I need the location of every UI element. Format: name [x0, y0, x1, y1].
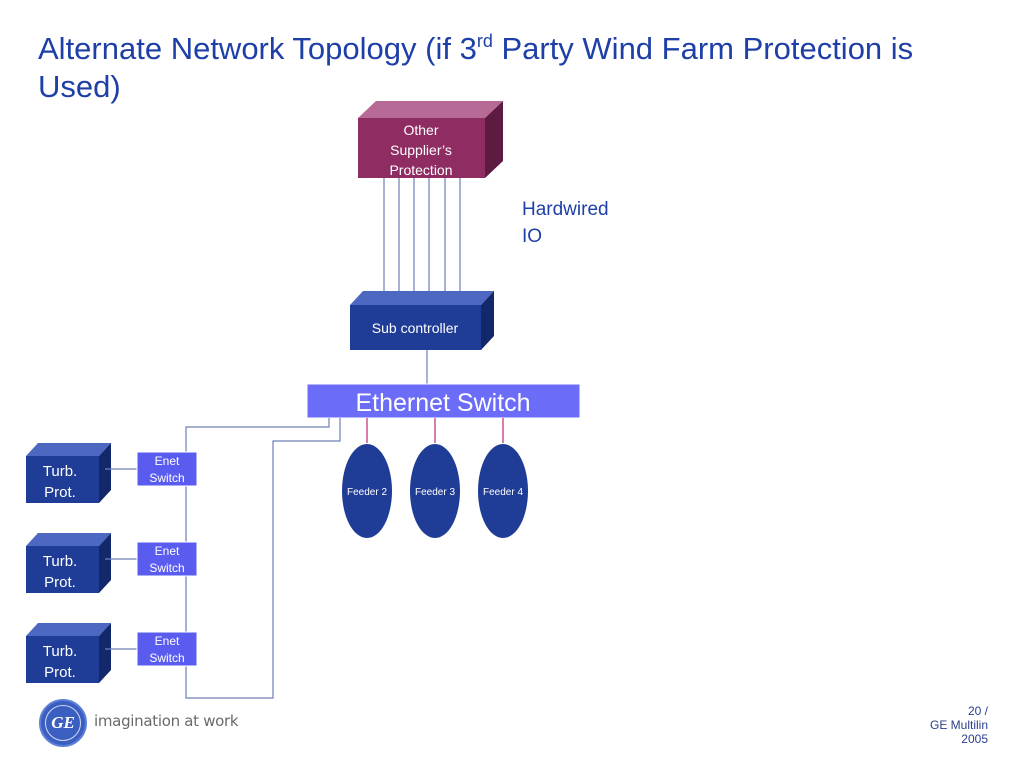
hardwired-io-label-line-1: Hardwired [522, 199, 609, 220]
other-protection-label-line-2: Supplier’s [390, 142, 452, 158]
feeder-4: Feeder 4 [478, 444, 528, 538]
sub-controller-box: Sub controller [350, 291, 494, 350]
turbine-1-label-line-1: Turb. [43, 463, 77, 480]
turbine-3-label-line-1: Turb. [43, 643, 77, 660]
company-name: GE Multilin [929, 718, 988, 732]
enet-switch-1-label-line-2: Switch [149, 471, 184, 485]
enet-switch-3-label-line-2: Switch [149, 651, 184, 665]
turbine-2-label-line-2: Prot. [44, 574, 76, 591]
hardwired-io-label-line-2: IO [522, 226, 542, 247]
ge-logo: GE [39, 699, 87, 747]
footer: 20 / GE Multilin 2005 [930, 704, 988, 746]
tagline: imagination at work [94, 712, 239, 730]
turbine-2-label-line-1: Turb. [43, 553, 77, 570]
other-protection-label-line-1: Other [403, 122, 438, 138]
sub-controller-label: Sub controller [372, 320, 459, 336]
footer-year: 2005 [961, 732, 988, 746]
ethernet-switch-bar: Ethernet Switch [306, 383, 581, 419]
feeder-4-label: Feeder 4 [483, 487, 523, 498]
turbine-unit-1: Turb. Prot. Enet Switch [26, 443, 198, 503]
page-number: 20 / [967, 704, 988, 718]
enet-switch-2-label-line-1: Enet [155, 544, 180, 558]
turbine-3-label-line-2: Prot. [44, 664, 76, 681]
enet-switch-2-label-line-2: Switch [149, 561, 184, 575]
ge-monogram: GE [45, 705, 81, 741]
enet-switch-1-label-line-1: Enet [155, 454, 180, 468]
hardwired-io-wires [383, 178, 461, 297]
feeder-links [366, 418, 504, 443]
enet-switch-3-label-line-1: Enet [155, 634, 180, 648]
other-supplier-protection-box: Other Supplier’s Protection [358, 101, 503, 178]
feeder-2-label: Feeder 2 [347, 487, 387, 498]
ethernet-switch-label: Ethernet Switch [355, 389, 530, 417]
title-superscript: rd [476, 31, 493, 51]
feeder-2: Feeder 2 [342, 444, 392, 538]
feeder-3: Feeder 3 [410, 444, 460, 538]
title-text-start: Alternate Network Topology (if 3 [38, 31, 477, 66]
turbine-1-label-line-2: Prot. [44, 484, 76, 501]
other-protection-label-line-3: Protection [389, 162, 452, 178]
turbine-network-wiring [185, 418, 341, 699]
title-text-end: Party Wind Farm Protection is Used) [38, 31, 914, 104]
turbine-unit-2: Turb. Prot. Enet Switch [26, 533, 198, 593]
turbine-unit-3: Turb. Prot. Enet Switch [26, 623, 198, 683]
feeder-3-label: Feeder 3 [415, 487, 455, 498]
slide-title: Alternate Network Topology (if 3rd Party… [38, 30, 998, 106]
